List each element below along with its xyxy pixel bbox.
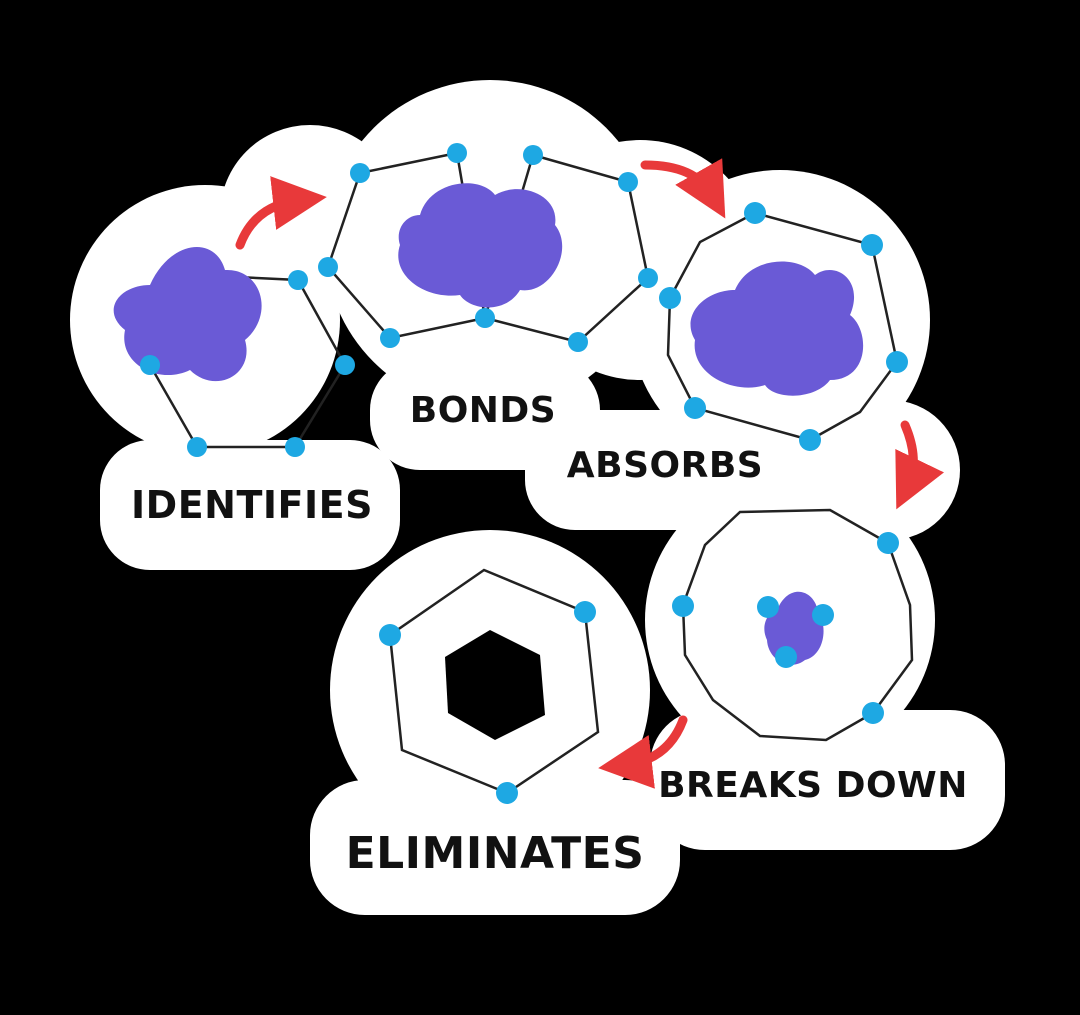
curved-arrow-icon <box>895 420 945 510</box>
receptor-nodes <box>379 601 596 804</box>
empty-core <box>445 630 545 740</box>
curved-arrow-icon <box>235 176 327 250</box>
flow-arrows <box>235 158 945 789</box>
step-bonds: BONDS <box>318 143 658 431</box>
curved-arrow-icon <box>598 715 688 789</box>
particle-fragment <box>764 591 824 665</box>
receptor-nodes <box>140 270 355 457</box>
particle-blob <box>690 261 864 396</box>
receptor-nodes <box>318 143 658 352</box>
step-breaks-down: BREAKS DOWN <box>658 508 968 806</box>
step-label: BREAKS DOWN <box>658 765 968 806</box>
cell-outline <box>666 211 899 442</box>
step-label: ABSORBS <box>567 445 763 486</box>
receptor-nodes <box>659 202 908 451</box>
step-label: ELIMINATES <box>346 828 645 879</box>
particle-blob <box>398 183 563 308</box>
cell-outline <box>326 151 487 340</box>
step-eliminates: ELIMINATES <box>346 568 645 879</box>
curved-arrow-icon <box>640 158 726 219</box>
step-label: IDENTIFIES <box>131 483 373 527</box>
step-absorbs: ABSORBS <box>567 202 908 486</box>
step-label: BONDS <box>410 390 556 431</box>
receptor-nodes <box>672 532 899 724</box>
particle-blob <box>113 247 262 382</box>
step-identifies: IDENTIFIES <box>113 247 373 527</box>
